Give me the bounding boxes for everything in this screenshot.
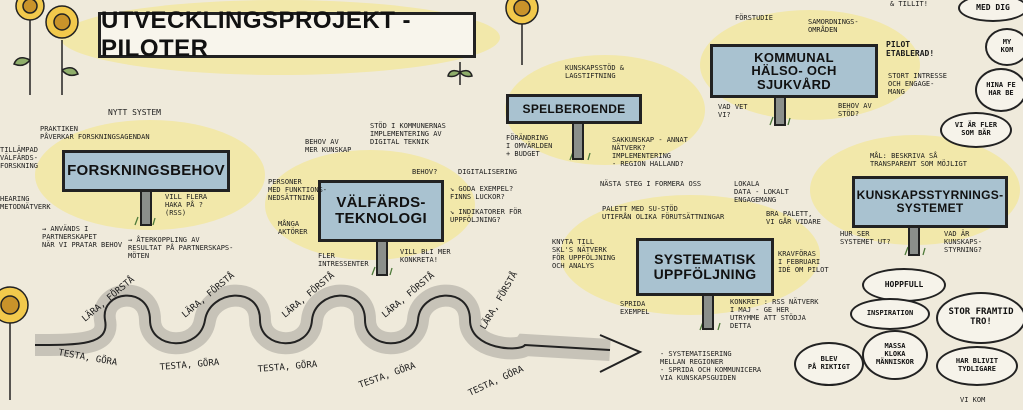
note: - SYSTEMATISERING MELLAN REGIONER - SPRI… [660,350,762,383]
note: FLER INTRESSENTER [318,252,369,269]
sign-spelberoende: SPELBEROENDE [506,94,642,124]
note: KRAVFÖRAS I FEBRUARI IDÉ OM PILOT [778,250,829,275]
note: BRA PALETT, VI GÅR VIDARE [766,210,821,227]
note: VAD VET VI? [718,103,748,120]
note: KONKRET : RSS NÄTVERK I MAJ - GE HER UTR… [730,298,819,331]
speech-bubble: HINA FE HAR BE [975,68,1023,112]
speech-bubble: HOPPFULL [862,268,946,302]
note: PRAKTIKEN PÅVERKAR FORSKNINGSAGENDAN [40,125,150,142]
sign-label: SPELBEROENDE [522,101,626,116]
speech-bubble: MY KOM [985,28,1023,66]
note: LOKALA DATA - LOKALT ENGAGEMANG [734,180,789,205]
note: VAD ÄR KUNSKAPS- STYRNING? [944,230,982,255]
note: DIGITALISERING [458,168,518,176]
loop-label-bottom: TESTA, GÖRA [159,357,220,373]
sign-post [702,294,714,330]
speech-bubble: MASSA KLOKA MÄNNISKOR [862,330,928,380]
page-title: UTVECKLINGSPROJEKT - PILOTER [98,7,476,62]
note: KUNSKAPSSTÖD & LAGSTIFTNING [565,64,625,81]
note: SAKKUNSKAP - ANNAT NÄTVERK? IMPLEMENTERI… [612,136,688,169]
loop-label-top: LÄRA, FÖRSTÅ [477,269,520,332]
sign-label: KOMMUNAL [754,49,834,65]
note: & TILLIT! [890,0,928,8]
note: STÖD I KOMMUNERNAS IMPLEMENTERING AV DIG… [370,122,446,147]
sprout-icon [447,62,473,85]
note: PERSONER MED FUNKTIONS- NEDSÄTTNING [268,178,328,203]
sign-post [376,240,388,276]
note: TILLÄMPAD VÄLFÄRDS- FORSKNING [0,146,38,171]
sign-label: VÄLFÄRDS- [336,194,426,212]
speech-bubble: INSPIRATION [850,298,930,330]
sign-post [908,226,920,256]
sunflower-icon [13,0,79,95]
note: FÖRÄNDRING I OMVÄRLDEN + BUDGET [506,134,553,159]
sign-kunskapsstyrningssystemet: KUNSKAPSSTYRNINGS- SYSTEMET [852,176,1008,228]
speech-bubble: STOR FRAMTID TRO! [936,292,1023,344]
note: BEHOV? [412,168,438,176]
note: VI KOM [960,396,986,404]
note: HEARING METODNÄTVERK [0,195,51,212]
note: NÄSTA STEG I FORMERA OSS [600,180,702,188]
speech-bubble: MED DIG [958,0,1023,22]
spiral-arrow [34,284,643,373]
note: PILOT ETABLERAD! [886,40,935,59]
note: → ANVÄNDS I PARTNERSKAPET NÄR VI PRATAR … [42,225,123,250]
loop-label-bottom: TESTA, GÖRA [467,363,526,398]
sign-label: SYSTEMATISK [654,251,756,268]
note: SAMORDNINGS- OMRÅDEN [808,18,859,35]
note: MÅNGA AKTÖRER [278,220,308,237]
sign-post [774,96,786,126]
sign-kommunal: KOMMUNAL HÄLSO- OCH SJUKVÅRD [710,44,878,98]
loop-label-bottom: TESTA, GÖRA [257,359,318,375]
sign-label: SYSTEMET [896,201,964,215]
loop-label-bottom: TESTA, GÖRA [357,360,417,391]
sign-label: KUNSKAPSSTYRNINGS- [856,188,1004,203]
note: STORT INTRESSE OCH ENGAGE- MANG [888,72,948,97]
note: MÅL: BESKRIVA SÅ TRANSPARENT SOM MÖJLIGT [870,152,967,169]
sign-label: UPPFÖLJNING [653,266,757,282]
note: VILL BLI MER KONKRETA! [400,248,451,265]
sign-label: FORSKNINGSBEHOV [67,162,225,180]
sign-post [140,190,152,226]
sign-label: TEKNOLOGI [335,210,427,227]
sign-systematisk-uppfoljning: SYSTEMATISK UPPFÖLJNING [636,238,774,296]
note: BEHOV AV MER KUNSKAP [305,138,352,155]
sign-label: HÄLSO- OCH SJUKVÅRD [751,63,837,92]
note: KNYTA TILL SKL'S NÄTVERK FÖR UPPFÖLJNING… [552,238,616,271]
note: NYTT SYSTEM [108,108,161,117]
sign-valfardsteknologi: VÄLFÄRDS- TEKNOLOGI [318,180,444,242]
note: ↘ GODA EXEMPEL? FINNS LUCKOR? [450,185,514,202]
sign-post [572,122,584,160]
note: ↘ INDIKATORER FÖR UPPFÖLJNING? [450,208,522,225]
speech-bubble: HAR BLIVIT TYDLIGARE [936,346,1018,386]
speech-bubble: BLEV PÅ RIKTIGT [794,342,864,386]
note: SPRIDA EXEMPEL [620,300,650,317]
note: → ÅTERKOPPLING AV RESULTAT PÅ PARTNERSKA… [128,236,234,261]
sunflower-icon [505,0,539,65]
note: VILL FLERA HAKA PÅ ? (RSS) [165,193,208,218]
sunflower-icon [0,286,29,400]
speech-bubble: VI ÄR FLER SOM BÄR [940,112,1012,148]
note: FÖRSTUDIE [735,14,773,22]
note: BEHOV AV STÖD? [838,102,872,119]
note: PALETT MED SU-STÖD UTIFRÅN OLIKA FÖRUTSÄ… [602,205,725,222]
note: HUR SER SYSTEMET UT? [840,230,891,247]
sign-forskningsbehov: FORSKNINGSBEHOV [62,150,230,192]
